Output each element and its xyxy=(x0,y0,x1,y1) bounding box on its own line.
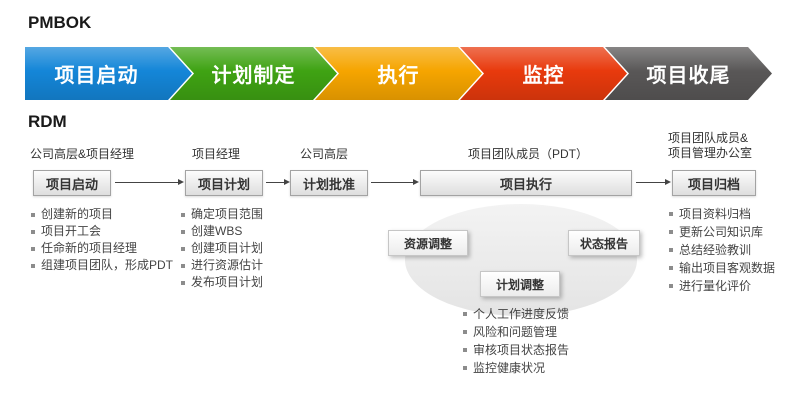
stage-box-approval: 计划批准 xyxy=(290,170,368,196)
phase-chevron-planning: 计划制定 xyxy=(170,47,337,100)
stage-box-archiving: 项目归档 xyxy=(672,170,756,196)
role-label-stage4: 项目团队成员（PDT） xyxy=(468,147,589,161)
pmbok-title: PMBOK xyxy=(28,13,92,32)
role-label-stage5: 项目团队成员& 项目管理办公室 xyxy=(668,131,753,160)
bullet-list-archiving: 项目资料归档 更新公司知识库 总结经验教训 输出项目客观数据 进行量化评价 xyxy=(668,205,775,295)
list-item: 输出项目客观数据 xyxy=(668,259,775,277)
sub-box-plan-adjust: 计划调整 xyxy=(480,271,560,297)
bullet-list-planning: 确定项目范围 创建WBS 创建项目计划 进行资源估计 发布项目计划 xyxy=(180,206,263,291)
list-item: 创建新的项目 xyxy=(30,206,173,223)
flow-arrow-1 xyxy=(115,179,184,185)
list-item: 总结经验教训 xyxy=(668,241,775,259)
bullet-list-execution: 个人工作进度反馈 风险和问题管理 审核项目状态报告 监控健康状况 xyxy=(462,305,569,377)
sub-box-resource-adjust: 资源调整 xyxy=(388,230,468,256)
pmbok-phase-bar: 项目启动 计划制定 执行 监控 项目收尾 xyxy=(25,47,773,100)
flow-arrow-2 xyxy=(266,179,290,185)
list-item: 确定项目范围 xyxy=(180,206,263,223)
sub-box-status-report: 状态报告 xyxy=(568,230,640,256)
stage-box-initiation: 项目启动 xyxy=(33,170,111,196)
list-item: 项目开工会 xyxy=(30,223,173,240)
role-label-stage2: 项目经理 xyxy=(192,147,241,161)
phase-chevron-monitoring: 监控 xyxy=(460,47,627,100)
stage-box-execution: 项目执行 xyxy=(420,170,632,196)
list-item: 发布项目计划 xyxy=(180,274,263,291)
bullet-list-initiation: 创建新的项目 项目开工会 任命新的项目经理 组建项目团队，形成PDT xyxy=(30,206,173,274)
list-item: 进行资源估计 xyxy=(180,257,263,274)
rdm-title: RDM xyxy=(28,112,67,131)
list-item: 个人工作进度反馈 xyxy=(462,305,569,323)
list-item: 监控健康状况 xyxy=(462,359,569,377)
phase-chevron-initiation: 项目启动 xyxy=(25,47,192,100)
list-item: 创建WBS xyxy=(180,223,263,240)
phase-chevron-executing: 执行 xyxy=(315,47,482,100)
flow-arrow-4 xyxy=(636,179,671,185)
list-item: 创建项目计划 xyxy=(180,240,263,257)
phase-chevron-closing: 项目收尾 xyxy=(605,47,772,100)
execution-loop-ellipse xyxy=(405,204,637,316)
list-item: 组建项目团队，形成PDT xyxy=(30,257,173,274)
flow-arrow-3 xyxy=(371,179,419,185)
list-item: 任命新的项目经理 xyxy=(30,240,173,257)
list-item: 更新公司知识库 xyxy=(668,223,775,241)
list-item: 项目资料归档 xyxy=(668,205,775,223)
list-item: 风险和问题管理 xyxy=(462,323,569,341)
role-label-stage1: 公司高层&项目经理 xyxy=(30,147,135,161)
list-item: 进行量化评价 xyxy=(668,277,775,295)
stage-box-planning: 项目计划 xyxy=(185,170,263,196)
list-item: 审核项目状态报告 xyxy=(462,341,569,359)
role-label-stage3: 公司高层 xyxy=(300,147,349,161)
